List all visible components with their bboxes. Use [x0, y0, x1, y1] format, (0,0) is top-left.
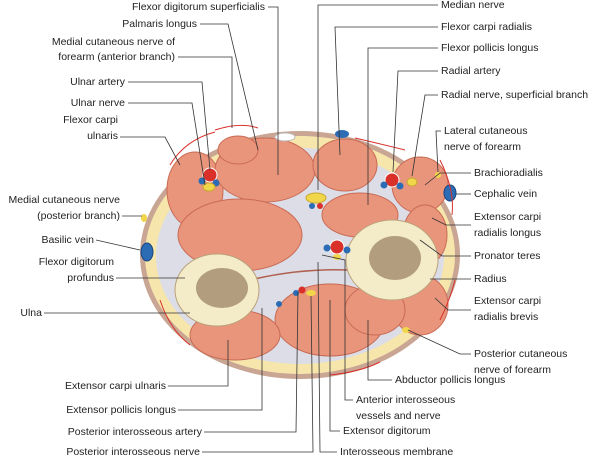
- label-ulnar-nerve: Ulnar nerve: [70, 97, 125, 109]
- label-extensor-pollicis-longus: Extensor pollicis longus: [66, 404, 176, 416]
- basilic-vein: [140, 242, 154, 262]
- label-palmaris-longus: Palmaris longus: [122, 18, 197, 30]
- label-median-nerve: Median nerve: [441, 0, 505, 11]
- label-radial-artery: Radial artery: [441, 65, 501, 77]
- label-posterior-cutaneous-nerve-line2: nerve of forearm: [474, 364, 552, 376]
- palmaris-longus-muscle: [217, 135, 259, 165]
- vessels-and-nerves: [140, 130, 457, 333]
- median-nerve: [305, 192, 327, 204]
- label-brachioradialis: Brachioradialis: [474, 167, 543, 179]
- label-flexor-digitorum-profundus-line1: Flexor digitorum: [38, 256, 114, 268]
- label-interosseous-membrane: Interosseous membrane: [340, 446, 454, 457]
- label-lateral-cutaneous-nerve-line1: Lateral cutaneous: [444, 125, 528, 137]
- radial-nerve-superficial: [406, 177, 418, 187]
- label-extensor-carpi-radialis-brevis-line1: Extensor carpi: [474, 295, 542, 307]
- label-ulna: Ulna: [20, 307, 42, 319]
- label-anterior-interosseous-line1: Anterior interosseous: [356, 394, 456, 406]
- radius-bone: [345, 219, 439, 301]
- label-flexor-carpi-radialis: Flexor carpi radialis: [441, 21, 533, 33]
- label-extensor-digitorum: Extensor digitorum: [343, 425, 431, 437]
- label-posterior-interosseous-nerve: Posterior interosseous nerve: [66, 446, 200, 457]
- label-ulnar-artery: Ulnar artery: [70, 76, 125, 88]
- label-flexor-pollicis-longus: Flexor pollicis longus: [441, 42, 539, 54]
- ulna-bone: [174, 253, 260, 327]
- label-radius: Radius: [474, 273, 507, 285]
- label-flexor-digitorum-profundus-line2: profundus: [67, 272, 114, 284]
- label-posterior-cutaneous-nerve-line1: Posterior cutaneous: [474, 348, 568, 360]
- label-cephalic-vein: Cephalic vein: [474, 188, 538, 200]
- label-radial-nerve-superficial-branch: Radial nerve, superficial branch: [441, 89, 589, 101]
- label-extensor-carpi-radialis-longus-line2: radialis longus: [474, 227, 542, 239]
- label-extensor-carpi-ulnaris: Extensor carpi ulnaris: [65, 380, 166, 392]
- interosseous-membrane: [249, 268, 351, 281]
- posterior-interosseous-nerve: [306, 290, 316, 296]
- anterior-interosseous-artery: [329, 239, 345, 255]
- label-flexor-digitorum-superficialis: Flexor digitorum superficialis: [131, 1, 265, 13]
- label-medial-cutaneous-nerve-posterior-line1: Medial cutaneous nerve: [8, 194, 121, 206]
- label-medial-cutaneous-nerve-anterior-line1: Medial cutaneous nerve of: [51, 36, 175, 48]
- label-anterior-interosseous-line2: vessels and nerve: [356, 410, 441, 422]
- label-medial-cutaneous-nerve-posterior-line2: (posterior branch): [37, 210, 120, 222]
- radial-artery: [384, 172, 400, 188]
- label-flexor-carpi-ulnaris-line2: ulnaris: [87, 130, 118, 142]
- label-pronator-teres: Pronator teres: [474, 250, 541, 262]
- posterior-interosseous-artery: [298, 286, 306, 294]
- label-abductor-pollicis-longus: Abductor pollicis longus: [395, 374, 506, 386]
- label-basilic-vein: Basilic vein: [41, 234, 94, 246]
- label-lateral-cutaneous-nerve-line2: nerve of forearm: [444, 141, 522, 153]
- flexor-carpi-radialis-muscle: [312, 138, 378, 192]
- label-posterior-interosseous-artery: Posterior interosseous artery: [67, 426, 202, 438]
- label-extensor-carpi-radialis-brevis-line2: radialis brevis: [474, 311, 539, 323]
- label-medial-cutaneous-nerve-anterior-line2: forearm (anterior branch): [58, 51, 175, 63]
- label-flexor-carpi-ulnaris-line1: Flexor carpi: [63, 114, 118, 126]
- cutaneous-nerves: [159, 124, 456, 376]
- label-extensor-carpi-radialis-longus-line1: Extensor carpi: [474, 211, 542, 223]
- ulnar-nerve: [202, 182, 216, 192]
- leader-lines: [44, 4, 471, 453]
